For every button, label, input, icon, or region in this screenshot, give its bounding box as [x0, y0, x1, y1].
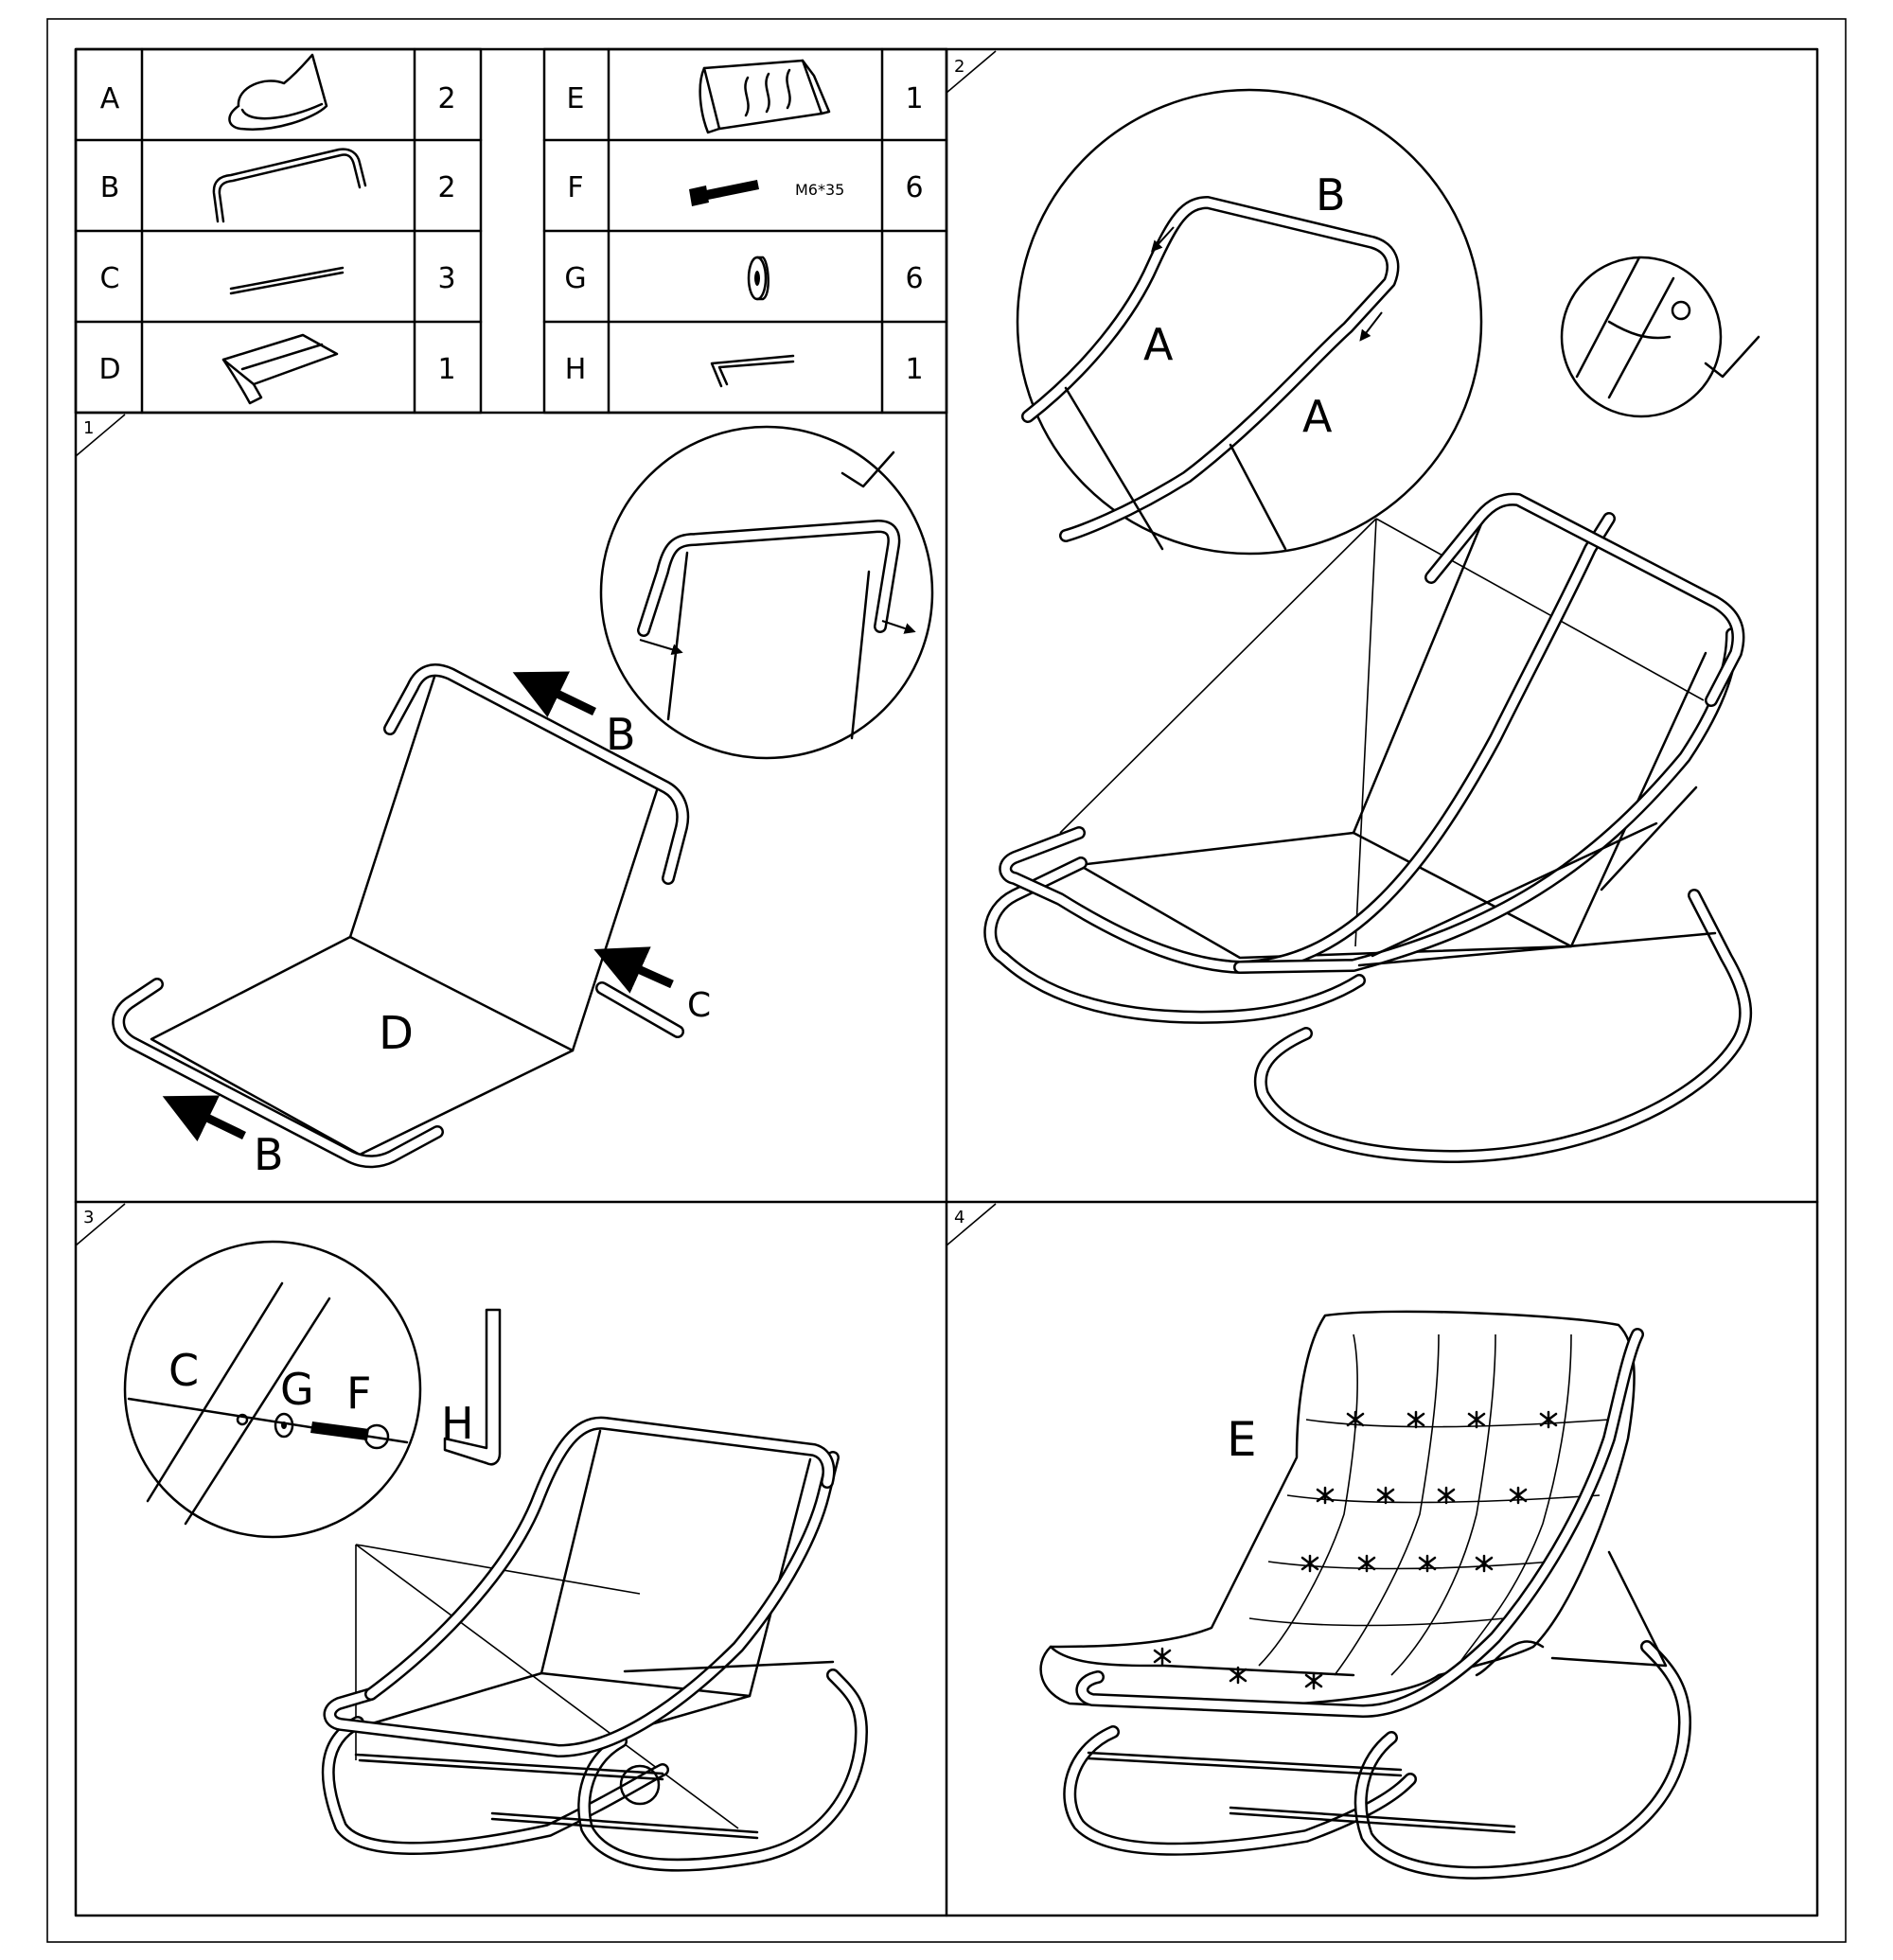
step-1-label-b-top: B [606, 709, 636, 760]
part-letter-a: A [100, 82, 120, 115]
step-4-label-e: E [1227, 1412, 1257, 1467]
step-1-label-b-bottom: B [254, 1129, 284, 1180]
step-2-label-b: B [1316, 169, 1346, 221]
washer-icon [747, 256, 770, 301]
part-qty-c: 3 [437, 262, 455, 295]
bolt-spec: M6*35 [795, 181, 844, 199]
part-letter-f: F [567, 171, 583, 204]
part-qty-h: 1 [905, 353, 923, 386]
check-icon [840, 450, 895, 488]
step-3-zoom-detail [127, 1281, 409, 1526]
parts-table: A 2 B 2 C 3 D 1 E [74, 47, 948, 415]
step-4-number: 4 [954, 1208, 964, 1227]
part-letter-g: G [564, 262, 586, 295]
cushion-icon [699, 59, 831, 134]
step-3-label-c: C [168, 1345, 199, 1396]
step-1-zoom-circle [599, 425, 934, 760]
rocker-frame-icon [228, 53, 328, 131]
part-qty-a: 2 [437, 82, 455, 115]
step-1-label-c: C [687, 986, 711, 1025]
part-qty-b: 2 [437, 171, 455, 204]
part-qty-d: 1 [437, 353, 455, 386]
step-2-zoom-circle [1016, 88, 1483, 556]
part-qty-g: 6 [905, 262, 923, 295]
step-3-zoom-circle [123, 1240, 422, 1539]
fabric-seat-icon [221, 333, 339, 405]
part-qty-f: 6 [905, 171, 923, 204]
seat-fabric-d [150, 935, 575, 1157]
part-letter-c: C [100, 262, 120, 295]
step-1-zoom-detail [637, 520, 916, 740]
part-letter-h: H [565, 353, 587, 386]
u-bar-icon [212, 148, 367, 223]
step-2-zoom-detail [1021, 196, 1400, 551]
allen-key-icon [443, 1308, 502, 1466]
outer-border [46, 18, 1847, 1943]
step-1-label-d: D [379, 1007, 414, 1060]
step-3-number: 3 [83, 1208, 94, 1227]
step-3-label-h: H [441, 1398, 474, 1449]
step-3-label-f: F [346, 1368, 371, 1419]
part-letter-b: B [100, 171, 120, 204]
step-2-panel: 2 B A A [946, 50, 1760, 1163]
rod-icon [229, 266, 345, 295]
step-4-panel: 4 [946, 1203, 1691, 1880]
seat-cushion-e [1039, 1310, 1636, 1708]
bolt-icon [689, 180, 759, 206]
part-letter-e: E [567, 82, 585, 115]
step-2-label-a-left: A [1143, 319, 1174, 370]
step-3-label-g: G [280, 1364, 314, 1415]
part-qty-e: 1 [905, 82, 923, 115]
part-letter-d: D [98, 353, 120, 386]
step-1-panel: 1 B C D B [75, 414, 934, 1180]
step-1-number: 1 [83, 418, 94, 438]
step-3-panel: 3 C G F [75, 1203, 868, 1872]
allen-key-icon [710, 354, 795, 388]
step-2-detail-circle [1560, 256, 1723, 418]
step-2-label-a-right: A [1302, 391, 1333, 442]
step-2-number: 2 [954, 57, 964, 77]
check-icon [1704, 335, 1760, 379]
tuft-icon [1153, 1410, 1558, 1690]
